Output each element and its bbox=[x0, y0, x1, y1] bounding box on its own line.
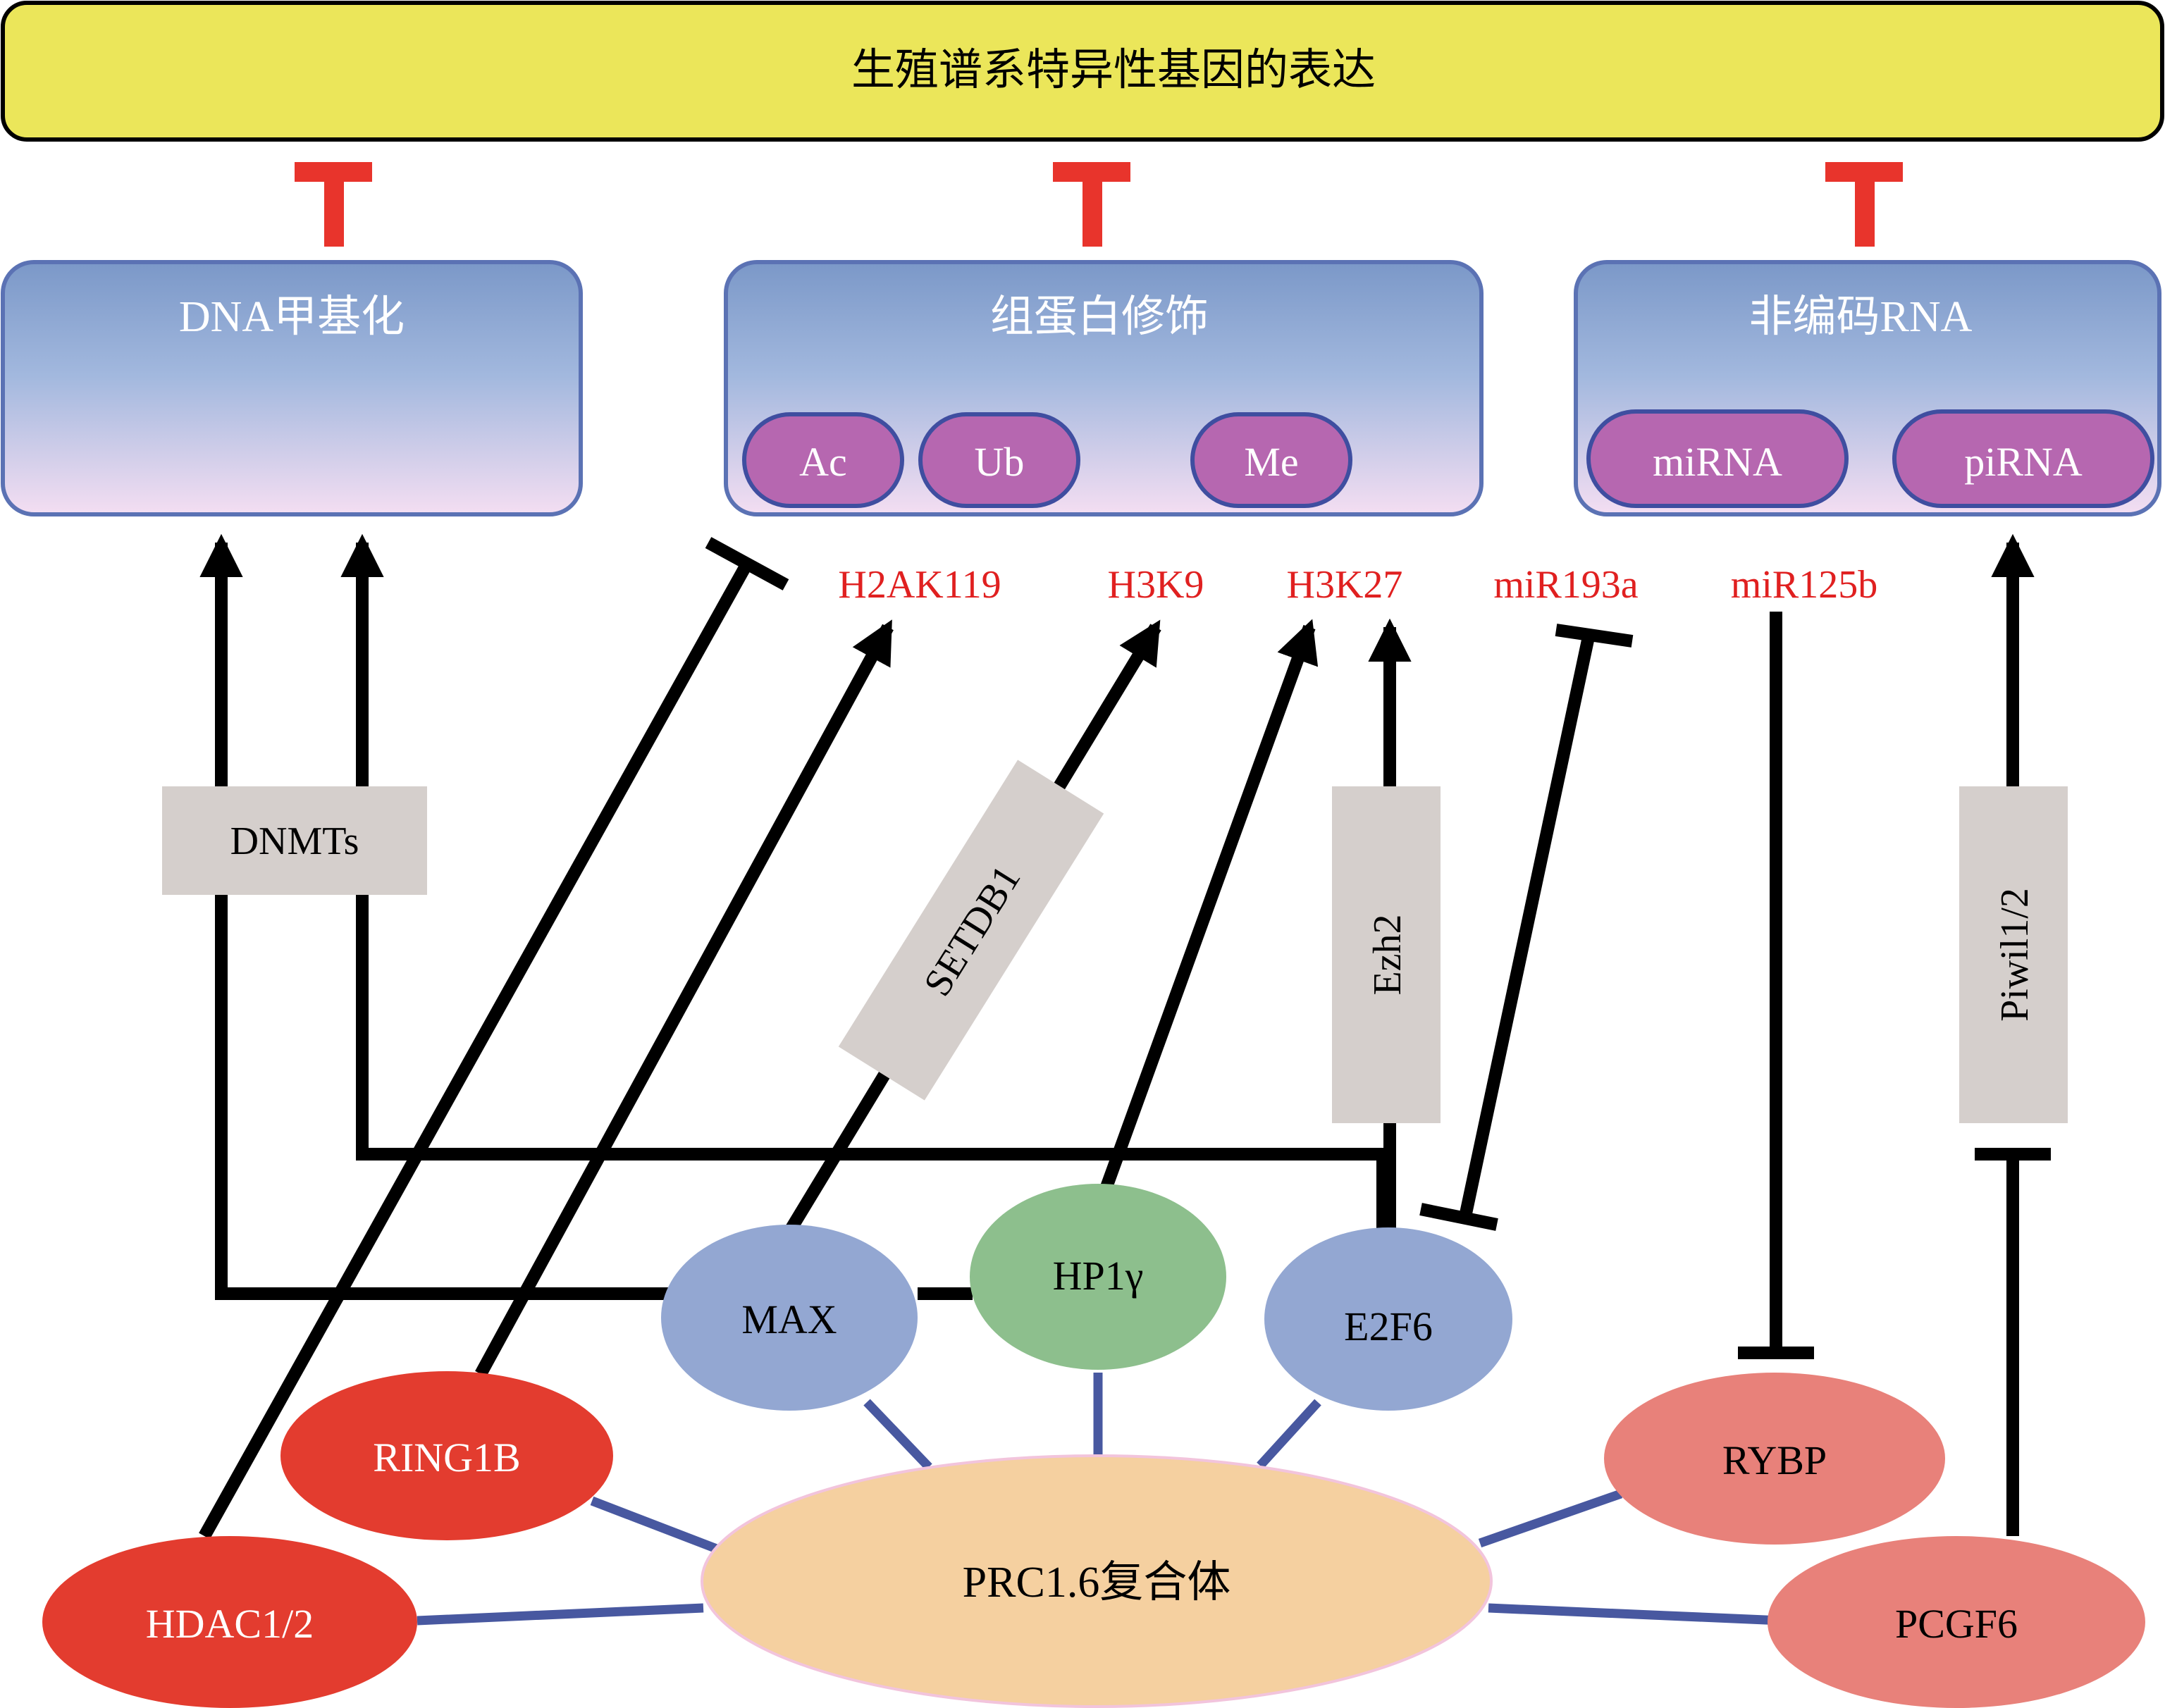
target-mir193a: miR193a bbox=[1493, 563, 1638, 607]
complex-connectors bbox=[417, 1373, 1782, 1626]
category-box-dna-methylation: DNA甲基化 bbox=[1, 260, 583, 516]
connector-ring1b bbox=[590, 1496, 722, 1555]
enzyme-ezh2-label: Ezh2 bbox=[1366, 914, 1410, 995]
node-hdac-label: HDAC1/2 bbox=[146, 1601, 314, 1647]
node-rybp-label: RYBP bbox=[1722, 1437, 1827, 1483]
inhibit-mark-histone-modification bbox=[1053, 162, 1130, 247]
connector-pcgf6 bbox=[1488, 1603, 1782, 1626]
pathway-ring1b-to-h2ak119 bbox=[475, 619, 894, 1378]
rna-type-mirna: miRNA bbox=[1586, 409, 1849, 508]
enzyme-dnmts: DNMTs bbox=[162, 786, 427, 895]
target-labels: H2AK119 H3K9 H3K27 miR193a miR125b bbox=[838, 563, 1877, 607]
pathway-hdac-to-ac bbox=[199, 560, 753, 1540]
node-prc16-complex-label: PRC1.6复合体 bbox=[963, 1559, 1231, 1607]
histone-mark-ub: Ub bbox=[918, 412, 1080, 508]
header-banner: 生殖谱系特异性基因的表达 bbox=[1, 1, 2164, 142]
inhibit-mark-noncoding-rna bbox=[1825, 162, 1903, 247]
inhibition-marks bbox=[295, 162, 1903, 247]
inhibit-mark-dna-methylation bbox=[295, 162, 372, 247]
enzyme-ezh2: Ezh2 bbox=[1332, 786, 1441, 1123]
category-box-histone-modification: 组蛋白修饰 Ac Ub Me bbox=[724, 260, 1484, 516]
enzyme-setdb1: SETDB1 bbox=[838, 760, 1104, 1101]
connector-max bbox=[863, 1399, 932, 1471]
node-prc16-complex: PRC1.6复合体 bbox=[701, 1454, 1493, 1708]
histone-mark-me: Me bbox=[1190, 412, 1352, 508]
inhibit-bar-e2f6 bbox=[1419, 1203, 1498, 1231]
node-pcgf6: PCGF6 bbox=[1768, 1536, 2145, 1708]
rna-type-pirna-label: piRNA bbox=[1964, 439, 2083, 485]
category-box-noncoding-rna: 非编码RNA miRNA piRNA bbox=[1574, 260, 2161, 516]
node-pcgf6-label: PCGF6 bbox=[1895, 1601, 2018, 1647]
node-max: MAX bbox=[661, 1225, 918, 1411]
connector-rybp bbox=[1478, 1489, 1623, 1548]
inhibit-bar-ac bbox=[705, 537, 789, 590]
category-label-dna-methylation: DNA甲基化 bbox=[179, 293, 405, 341]
node-max-label: MAX bbox=[741, 1297, 837, 1342]
node-hp1g-label: HP1γ bbox=[1053, 1253, 1144, 1299]
node-hdac: HDAC1/2 bbox=[42, 1536, 417, 1708]
enzyme-piwil: Piwil1/2 bbox=[1959, 786, 2068, 1123]
node-e2f6-label: E2F6 bbox=[1344, 1304, 1433, 1349]
pathway-hp1g-to-h3k27 bbox=[1099, 619, 1319, 1194]
node-hp1g: HP1γ bbox=[970, 1184, 1226, 1370]
target-h2ak119: H2AK119 bbox=[838, 563, 1001, 607]
rna-type-pirna: piRNA bbox=[1892, 409, 2154, 508]
enzyme-piwil-label: Piwil1/2 bbox=[1993, 888, 2037, 1022]
inhibit-bar-mir193a bbox=[1555, 624, 1634, 648]
pathway-mir193a-to-e2f6 bbox=[1460, 636, 1595, 1215]
pathway-max-to-dna-methylation bbox=[199, 533, 682, 1300]
category-label-noncoding-rna: 非编码RNA bbox=[1749, 293, 1973, 341]
histone-mark-ac: Ac bbox=[742, 412, 904, 508]
node-ring1b-label: RING1B bbox=[373, 1435, 520, 1480]
target-h3k9: H3K9 bbox=[1108, 563, 1204, 607]
rna-type-mirna-label: miRNA bbox=[1653, 439, 1782, 485]
connector-hdac bbox=[417, 1603, 704, 1626]
target-mir125b: miR125b bbox=[1731, 563, 1877, 607]
header-title: 生殖谱系特异性基因的表达 bbox=[851, 44, 1376, 95]
node-rybp: RYBP bbox=[1604, 1373, 1945, 1545]
connector-e2f6 bbox=[1257, 1399, 1321, 1469]
category-label-histone-modification: 组蛋白修饰 bbox=[990, 290, 1209, 342]
target-h3k27: H3K27 bbox=[1287, 563, 1403, 607]
node-e2f6: E2F6 bbox=[1264, 1227, 1512, 1411]
enzyme-dnmts-label: DNMTs bbox=[230, 819, 359, 863]
histone-mark-ub-label: Ub bbox=[975, 439, 1025, 485]
node-ring1b: RING1B bbox=[280, 1371, 613, 1540]
histone-mark-me-label: Me bbox=[1244, 439, 1298, 485]
histone-mark-ac-label: Ac bbox=[799, 439, 847, 485]
